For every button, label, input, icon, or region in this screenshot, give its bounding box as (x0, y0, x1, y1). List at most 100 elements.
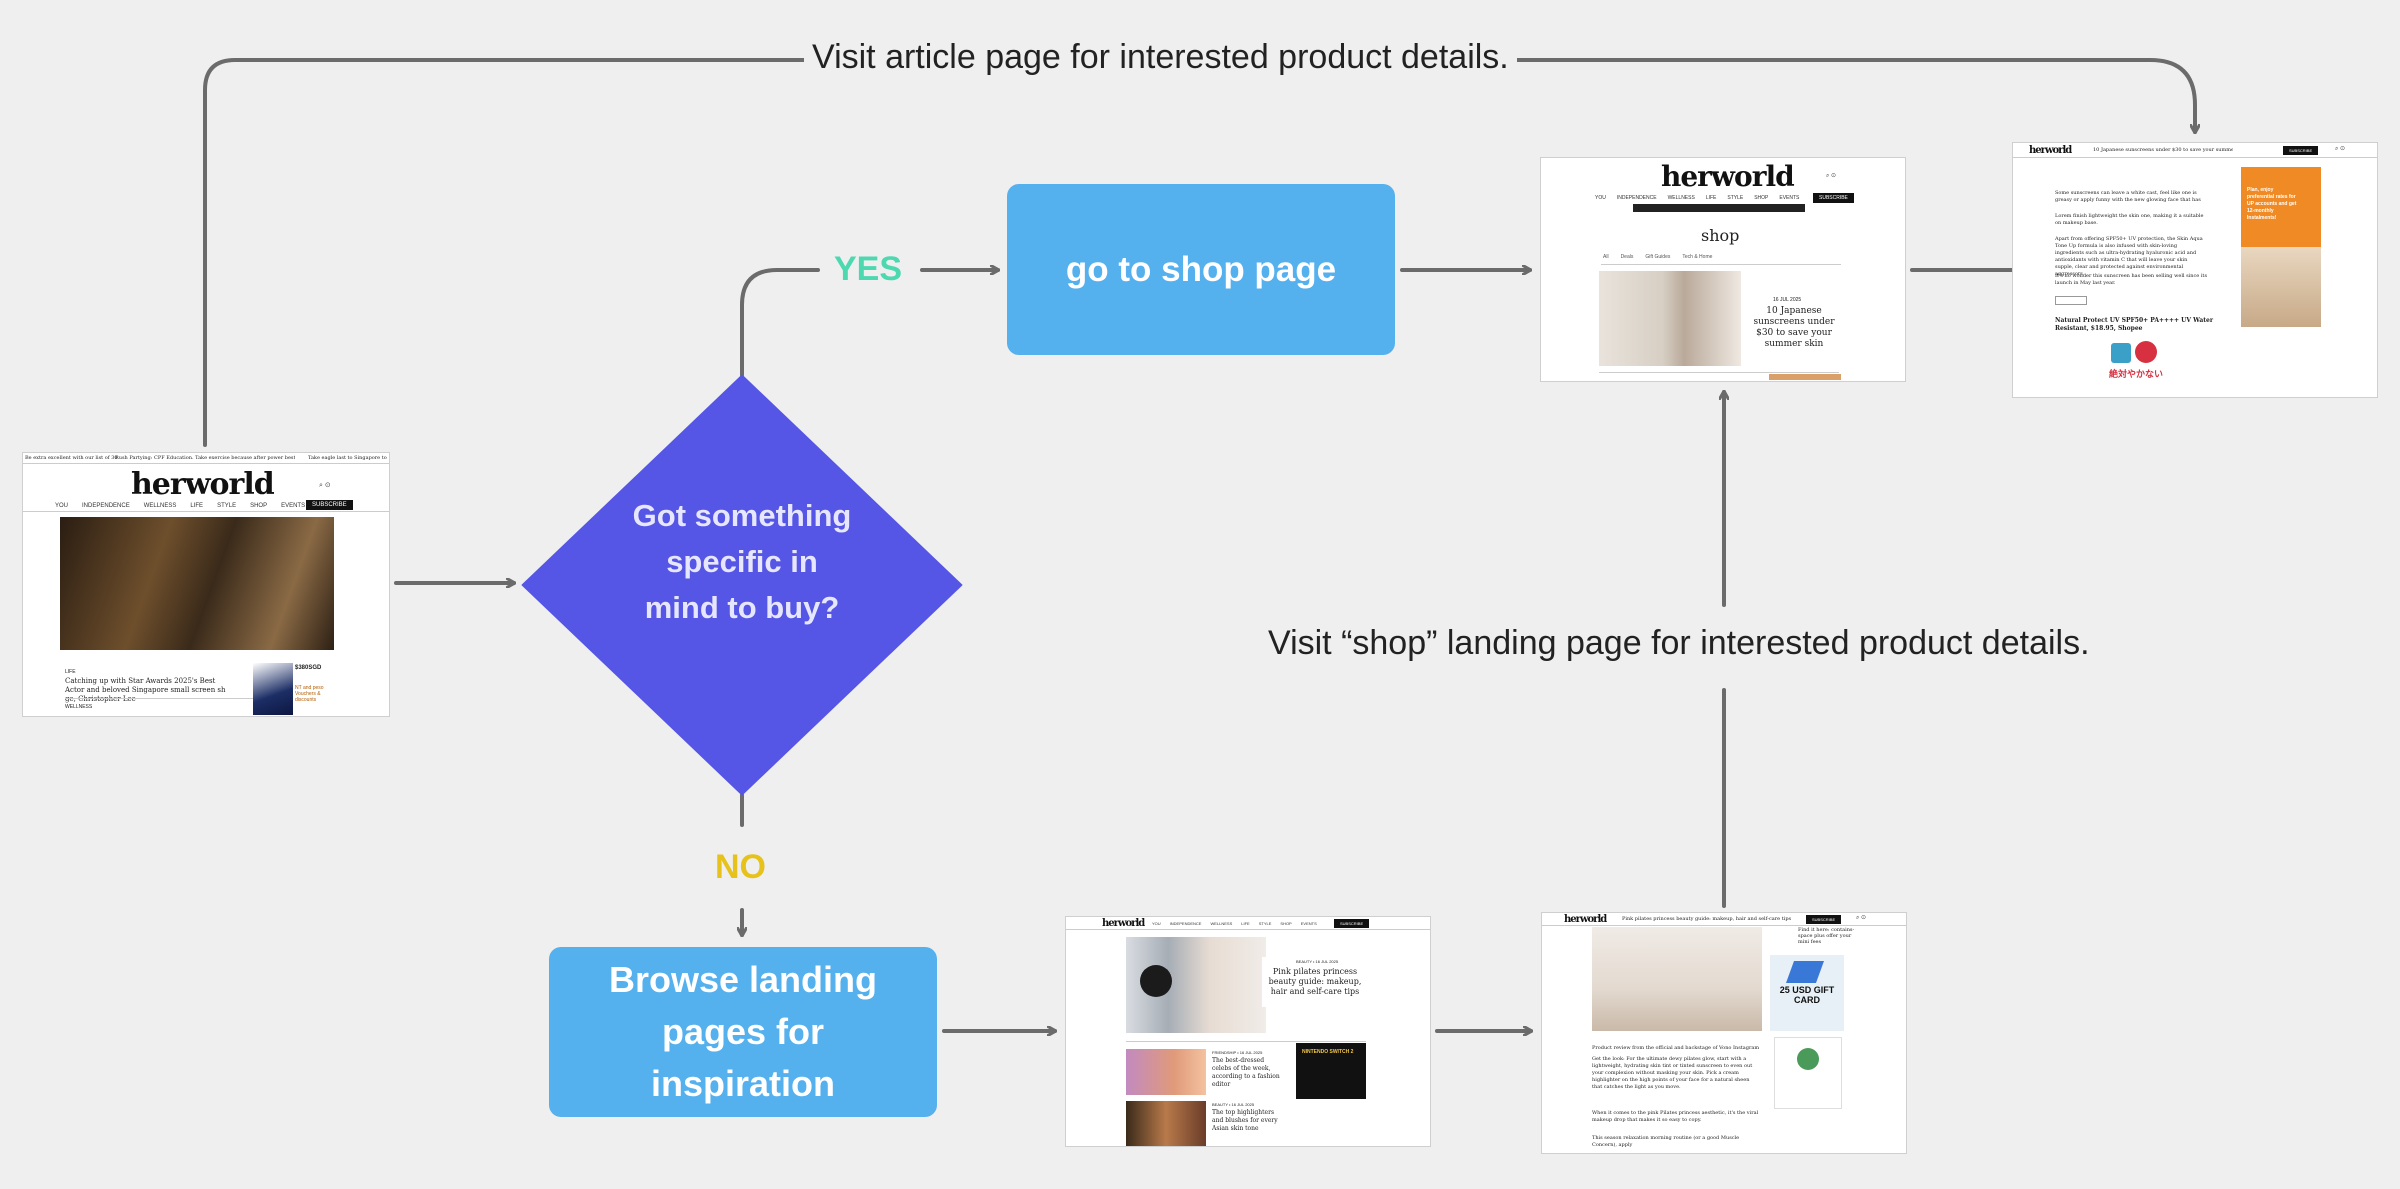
nav-item[interactable]: SHOP (250, 503, 268, 509)
nav-item[interactable]: INDEPENDENCE (1616, 195, 1657, 201)
promo-strip (1633, 204, 1805, 212)
product-caption: Natural Protect UV SPF50+ PA++++ UV Wate… (2055, 317, 2214, 332)
beauty-photo (1592, 927, 1762, 1031)
search-icon: ⌕ ⊙ (1826, 173, 1837, 179)
subscribe-button[interactable]: SUBSCRIBE (1334, 919, 1370, 928)
ticker-2: Rush Partying: CPF Education. Take exerc… (115, 455, 295, 461)
hero-title: Pink pilates princess beauty guide: make… (1268, 967, 1362, 996)
article-para: Lorem finish lightweight the skin one, m… (2055, 213, 2204, 226)
ticker-1: Be extra excellent with our list of 30 (25, 455, 118, 461)
ad-title: $380SGD (295, 665, 322, 671)
article-tag: LIFE (65, 669, 76, 675)
shop-tabs: All Deals Gift Guides Tech & Home (1603, 254, 1712, 260)
subscribe-button[interactable]: SUBSCRIBE (1813, 193, 1854, 203)
gift-card-ad: 25 USD GIFT CARD (1770, 955, 1844, 1031)
shop-nav: YOU INDEPENDENCE WELLNESS LIFE STYLE SHO… (1595, 195, 1799, 201)
ad-text: NT and peso Vouchers & discounts (295, 685, 324, 703)
item1-photo (1126, 1049, 1206, 1095)
game-ad-text: NINTENDO SWITCH 2 (1302, 1049, 1354, 1055)
tab-item[interactable]: Deals (1620, 254, 1634, 260)
shop-page-screenshot: herworld ⌕ ⊙ YOU INDEPENDENCE WELLNESS L… (1540, 157, 1906, 382)
landing-hero-photo (1126, 937, 1266, 1033)
home-page-screenshot: Be extra excellent with our list of 30 R… (22, 452, 390, 717)
article-tag-2: WELLNESS (65, 704, 93, 710)
article-para: Apart from offering SPF50+ UV protection… (2055, 236, 2203, 277)
decision-diamond (521, 374, 963, 796)
shop-feature-photo (1599, 271, 1741, 366)
nav-item[interactable]: YOU (1595, 195, 1606, 201)
beauty-para: This season relaxation morning routine (… (1592, 1135, 1740, 1148)
hero-photo (60, 517, 334, 650)
hero-date: BEAUTY • 16 JUL 2025 (1296, 959, 1339, 964)
hero-caption: BEAUTY • 16 JUL 2025 Pink pilates prince… (1262, 957, 1366, 1007)
ad-banner: $380SGD NT and peso Vouchers & discounts (253, 663, 335, 715)
nav-item[interactable]: LIFE (190, 503, 204, 509)
ticker-3: Take eagle last to Singapore to encourag… (308, 455, 388, 461)
nav-item[interactable]: STYLE (217, 503, 237, 509)
article-title-bar: 10 Japanese sunscreens under $30 to save… (2093, 147, 2233, 153)
nav-item[interactable]: INDEPENDENCE (1169, 921, 1202, 926)
gift-card-text: 25 USD GIFT CARD (1779, 985, 1835, 1005)
nav-item[interactable]: YOU (55, 503, 69, 509)
subscribe-button[interactable]: SUBSCRIBE (2283, 146, 2319, 155)
herworld-logo: herworld (1661, 160, 1795, 193)
item1-date: FRIENDSHIP • 16 JUL 2025 (1212, 1050, 1263, 1055)
item2-date: BEAUTY • 16 JUL 2025 (1212, 1102, 1255, 1107)
nav-item[interactable]: EVENTS (281, 503, 306, 509)
label-visit-article: Visit article page for interested produc… (804, 38, 1517, 77)
herworld-logo: herworld (1102, 918, 1145, 929)
sidebar-text: Find it here: contains-space plus offer … (1798, 927, 1855, 945)
article-para: It's no wonder this sunscreen has been s… (2055, 273, 2208, 286)
label-visit-shop: Visit “shop” landing page for interested… (1260, 624, 2098, 663)
beauty-article-screenshot: herworld Pink pilates princess beauty gu… (1541, 912, 1907, 1154)
sidebar-ad: Plan, enjoy preferential rates for UP ac… (2241, 167, 2321, 327)
product-image: 絶対やかない (2105, 337, 2181, 397)
search-icon: ⌕ ⊙ (2335, 146, 2346, 152)
beauty-para: When it comes to the pink Pilates prince… (1592, 1110, 1759, 1123)
item1-title: The best-dressed celebs of the week, acc… (1212, 1057, 1280, 1088)
home-headline: Catching up with Star Awards 2025's Best… (65, 677, 226, 703)
subscribe-button[interactable]: SUBSCRIBE (306, 500, 353, 510)
nav-item[interactable]: YOU (1152, 921, 1161, 926)
nav-item[interactable]: WELLNESS (1210, 921, 1233, 926)
arrow-home-to-article (203, 58, 2195, 447)
nav-item[interactable]: SHOP (1754, 195, 1769, 201)
landing-page-screenshot: herworld YOU INDEPENDENCE WELLNESS LIFE … (1065, 916, 1431, 1147)
jp-product-text: 絶対やかない (2109, 370, 2164, 380)
browse-landing-box: Browse landing pages for inspiration (549, 947, 937, 1117)
nav-item[interactable]: STYLE (1258, 921, 1272, 926)
beauty-para: Get the look: For the ultimate dewy pila… (1592, 1056, 1753, 1090)
decision-label: Got something specific in mind to buy? (632, 498, 852, 625)
shop-date: 16 JUL 2025 (1773, 297, 1802, 303)
nav-item[interactable]: EVENTS (1300, 921, 1317, 926)
nav-item[interactable]: EVENTS (1779, 195, 1800, 201)
article-para: Some sunscreens can leave a white cast, … (2055, 190, 2201, 203)
tab-item[interactable]: Gift Guides (1645, 254, 1671, 260)
shop-headline: 10 Japanese sunscreens under $30 to save… (1753, 306, 1835, 349)
nav-item[interactable]: LIFE (1241, 921, 1250, 926)
shop-now-button[interactable] (2055, 296, 2087, 305)
sidebar-ad-text: Plan, enjoy preferential rates for UP ac… (2247, 187, 2297, 221)
herworld-logo: herworld (131, 467, 275, 502)
tab-item[interactable]: Tech & Home (1682, 254, 1713, 260)
search-icon: ⌕ ⊙ (319, 482, 331, 489)
article-page-screenshot: herworld 10 Japanese sunscreens under $3… (2012, 142, 2378, 398)
herworld-logo: herworld (2029, 145, 2072, 156)
subscribe-button[interactable]: SUBSCRIBE (1806, 915, 1842, 924)
no-label: NO (715, 848, 766, 886)
nav-item[interactable]: WELLNESS (1667, 195, 1695, 201)
tab-item[interactable]: All (1603, 254, 1609, 260)
herworld-logo: herworld (1564, 914, 1607, 925)
beauty-title-bar: Pink pilates princess beauty guide: make… (1622, 916, 1792, 922)
beauty-byline: Product review from the official and bac… (1592, 1045, 1760, 1051)
nav-item[interactable]: WELLNESS (143, 503, 177, 509)
nav-item[interactable]: LIFE (1705, 195, 1717, 201)
game-ad: NINTENDO SWITCH 2 (1296, 1043, 1366, 1099)
go-to-shop-box: go to shop page (1007, 184, 1395, 355)
nav-item[interactable]: STYLE (1727, 195, 1744, 201)
nav-item[interactable]: SHOP (1280, 921, 1292, 926)
nav-item[interactable]: INDEPENDENCE (82, 503, 130, 509)
sidebar-ad-2 (1774, 1037, 1842, 1109)
arrow-decision-yes (740, 268, 820, 377)
